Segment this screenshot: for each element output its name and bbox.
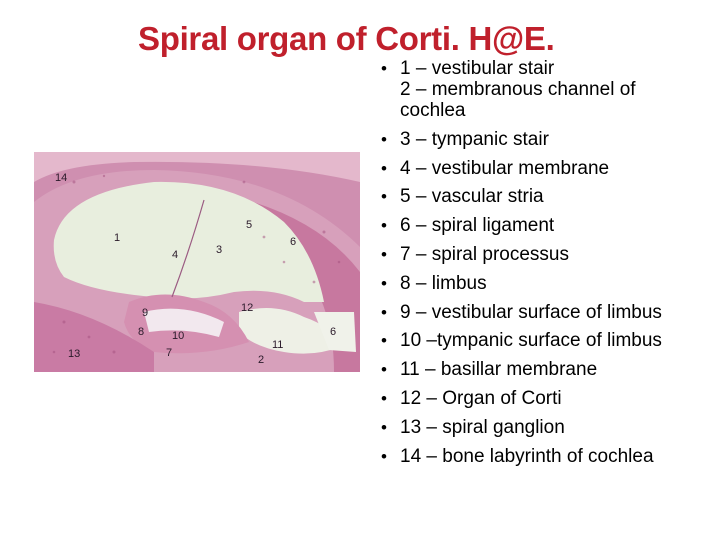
figure-label-2: 2: [258, 354, 265, 366]
bullet-icon: •: [381, 388, 387, 408]
bullet-icon: •: [381, 59, 387, 78]
figure-label-6b: 6: [330, 326, 337, 338]
bullet-icon: •: [381, 158, 387, 178]
legend-item: •5 – vascular stria: [381, 186, 544, 208]
bullet-icon: •: [381, 129, 387, 149]
figure-label-1: 1: [114, 232, 121, 244]
legend-list: • 1 – vestibular stair 2 – membranous ch…: [381, 58, 716, 474]
figure-label-13: 13: [68, 348, 81, 360]
bullet-icon: •: [381, 216, 387, 236]
legend-item: •8 – limbus: [381, 272, 487, 294]
legend-item: •10 –tympanic surface of limbus: [381, 330, 662, 352]
bullet-icon: •: [381, 417, 387, 437]
legend-item: •4 – vestibular membrane: [381, 157, 610, 179]
bullet-icon: •: [381, 244, 387, 264]
figure-label-4: 4: [172, 249, 179, 261]
figure-label-14: 14: [55, 172, 68, 184]
bullet-icon: •: [381, 446, 387, 466]
figure-label-5: 5: [246, 219, 253, 231]
legend-item: •7 – spiral processus: [381, 243, 569, 265]
legend-item: •9 – vestibular surface of limbus: [381, 301, 662, 323]
figure-label-9: 9: [142, 307, 149, 319]
micrograph-image: [34, 152, 360, 372]
legend-item: •6 – spiral ligament: [381, 215, 555, 237]
legend-item: •12 – Organ of Corti: [381, 387, 562, 409]
bullet-icon: •: [381, 302, 387, 322]
figure-label-12: 12: [241, 302, 254, 314]
figure-label-8: 8: [138, 326, 145, 338]
legend-item: •3 – tympanic stair: [381, 128, 549, 150]
legend-item: •14 – bone labyrinth of cochlea: [381, 445, 654, 467]
figure-label-3: 3: [216, 244, 223, 256]
figure-label-10: 10: [172, 330, 185, 342]
slide-title: Spiral organ of Corti. H@E.: [138, 20, 555, 57]
figure-label-7: 7: [166, 347, 173, 359]
bullet-icon: •: [381, 360, 387, 380]
bullet-icon: •: [381, 187, 387, 207]
bullet-icon: •: [381, 273, 387, 293]
figure-label-11: 11: [272, 339, 284, 351]
legend-item: •13 – spiral ganglion: [381, 416, 565, 438]
figure-label-6: 6: [290, 236, 297, 248]
histology-micrograph: 14 1 4 3 5 6 9 12 8 10 6 13 7 11 2: [34, 152, 360, 372]
legend-item: • 1 – vestibular stair 2 – membranous ch…: [381, 58, 636, 121]
bullet-icon: •: [381, 331, 387, 351]
legend-item: •11 – basillar membrane: [381, 359, 598, 381]
